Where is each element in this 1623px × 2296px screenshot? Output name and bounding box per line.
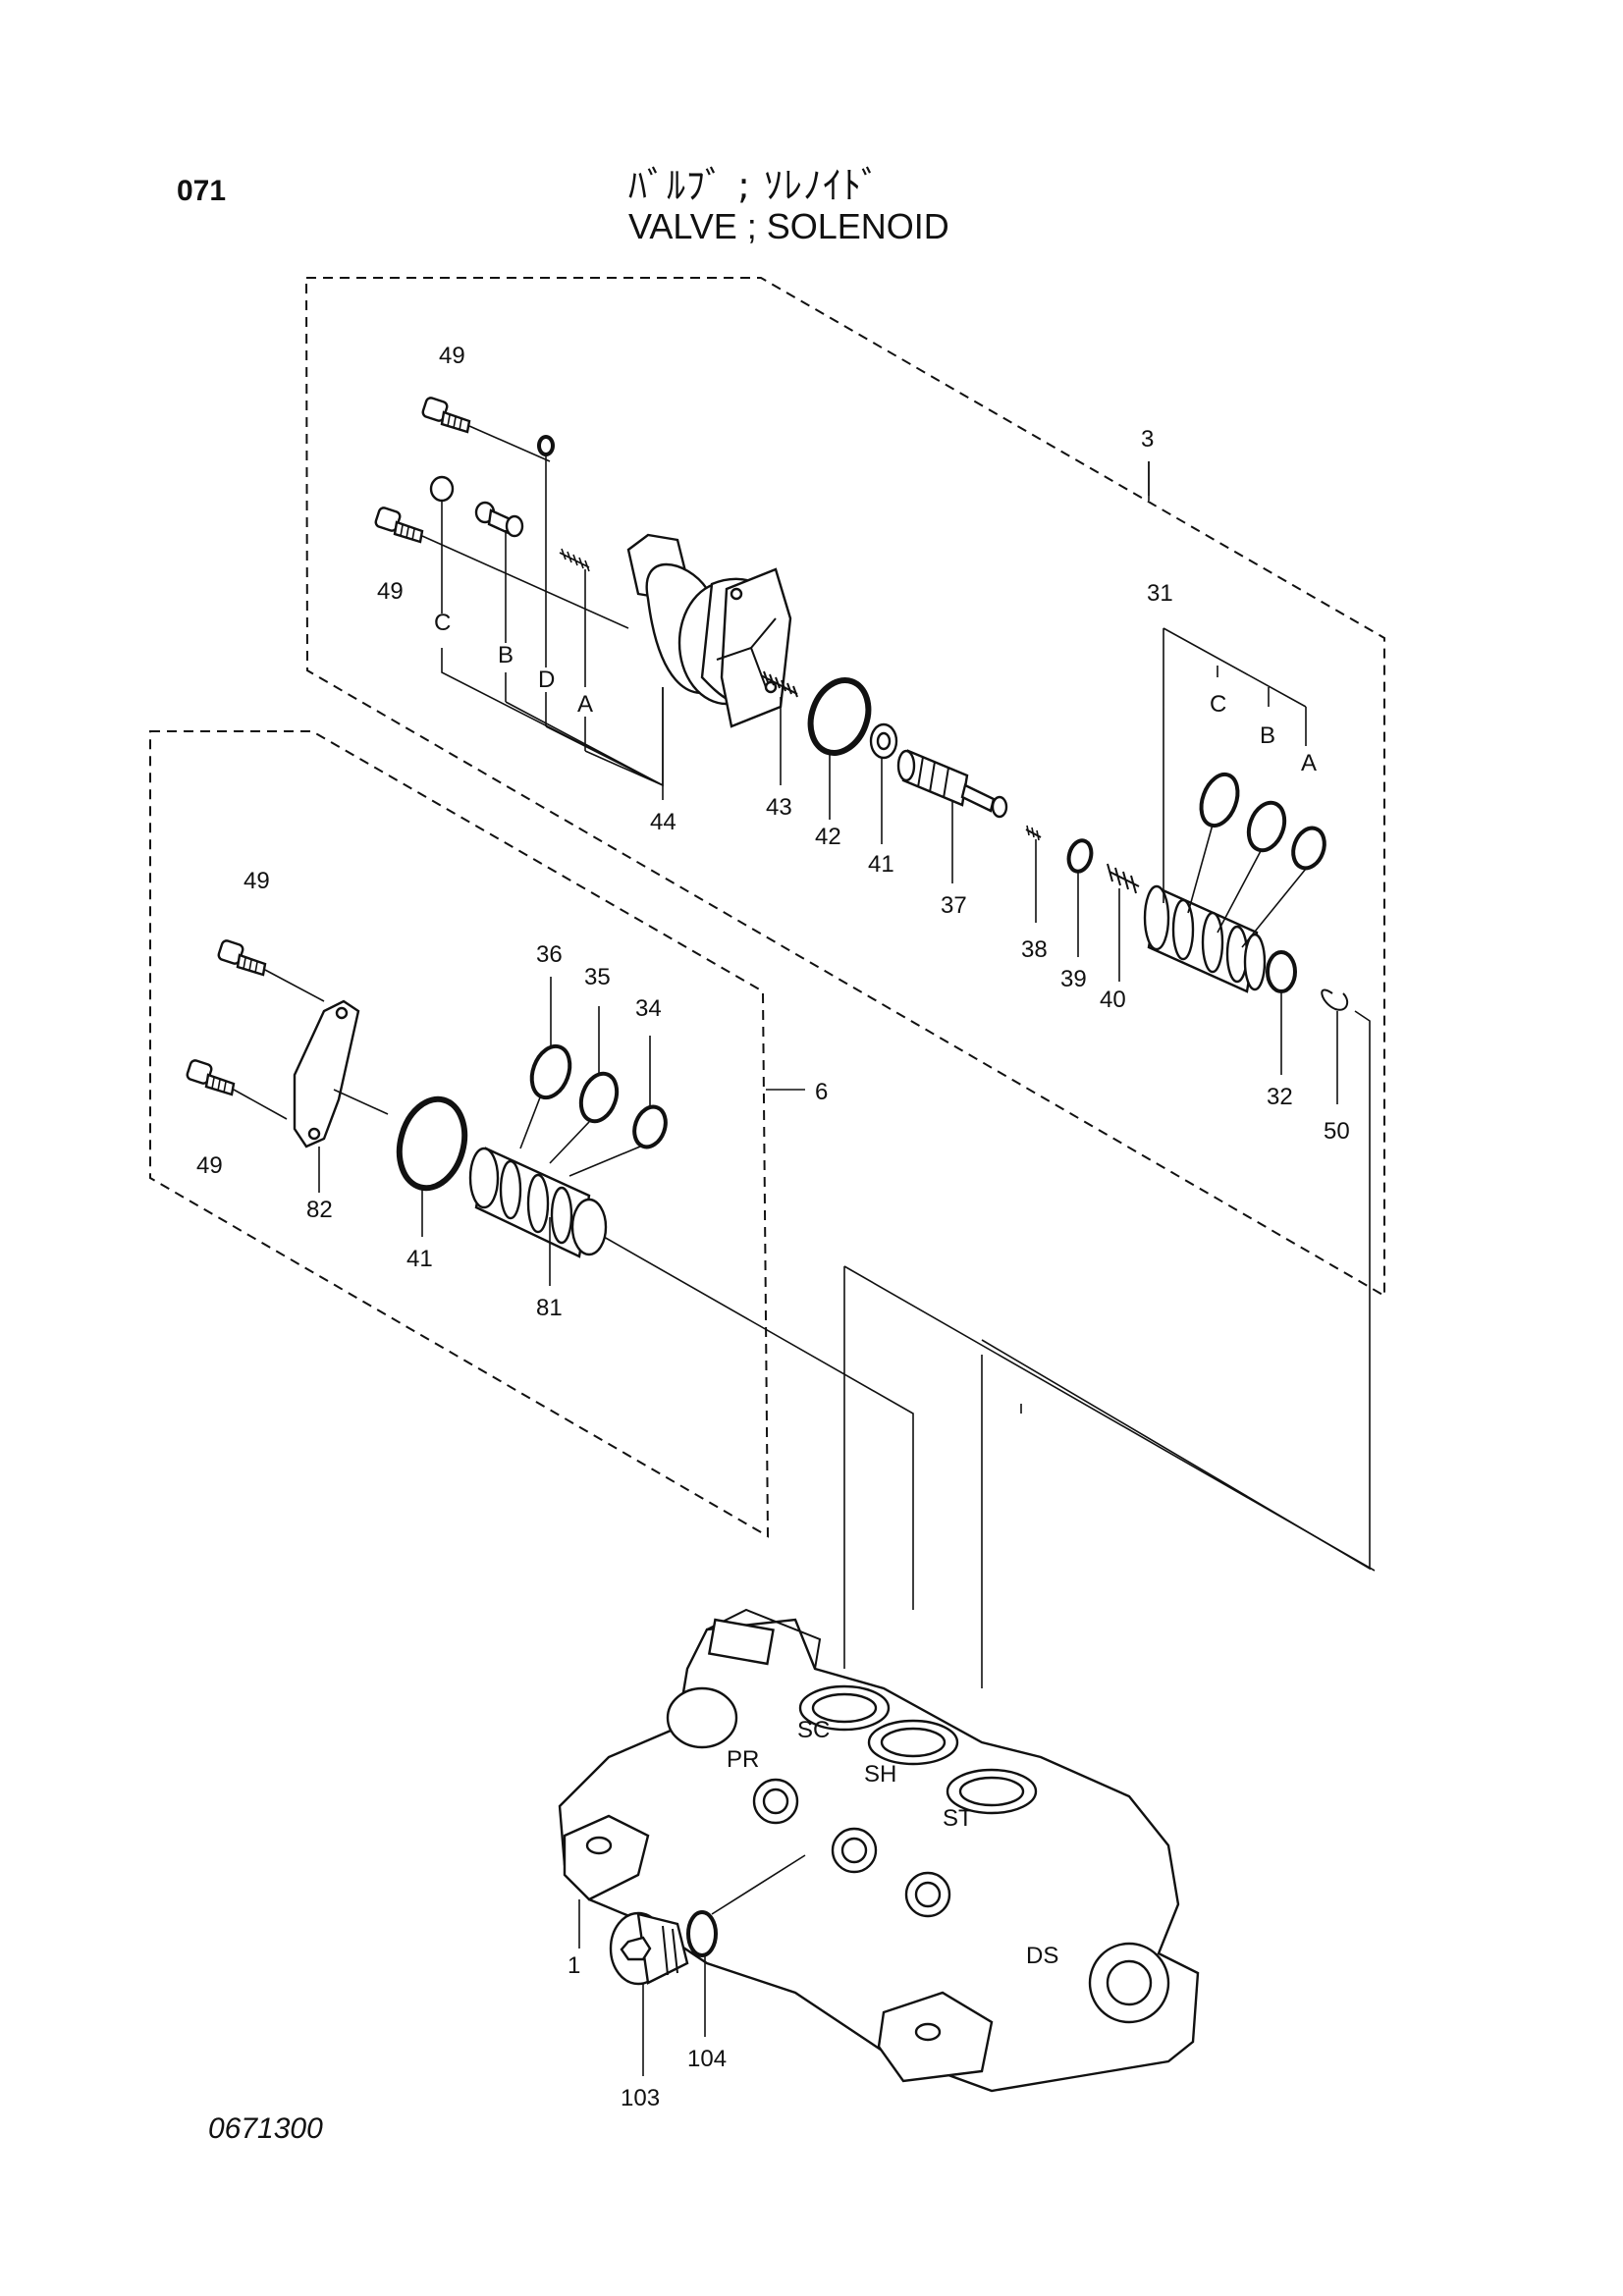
o-ring-36 xyxy=(529,1043,572,1100)
o-ring-34 xyxy=(632,1104,668,1149)
plug-103 xyxy=(609,1911,689,1986)
callout-49a: 49 xyxy=(439,343,465,369)
marking-sc: SC xyxy=(797,1717,830,1743)
ring-39 xyxy=(1066,838,1094,874)
label-c-upper: C xyxy=(434,610,451,636)
callout-6: 6 xyxy=(815,1079,828,1105)
callout-49d: 49 xyxy=(196,1152,223,1179)
callout-50: 50 xyxy=(1324,1118,1350,1145)
assembly-6-boundary xyxy=(149,730,770,1538)
o-ring-31a xyxy=(1291,826,1326,871)
ring-32 xyxy=(1266,950,1297,993)
callout-36: 36 xyxy=(536,941,563,968)
page-number: 071 xyxy=(177,175,227,207)
o-ring-42 xyxy=(807,677,872,756)
valve-body-1: PR SC SH ST DS xyxy=(558,1608,1200,2093)
o-ring-31c xyxy=(1199,772,1240,828)
bolt-49-lower xyxy=(374,507,424,544)
o-ring-35 xyxy=(578,1071,620,1124)
callout-32: 32 xyxy=(1267,1084,1293,1110)
callout-31: 31 xyxy=(1147,580,1173,607)
marking-ds: DS xyxy=(1026,1943,1058,1969)
spring-43 xyxy=(760,670,798,698)
callout-44: 44 xyxy=(650,809,676,835)
marking-sh: SH xyxy=(864,1761,896,1788)
label-b-31: B xyxy=(1260,722,1275,749)
nut-c xyxy=(429,475,455,503)
solenoid-44 xyxy=(626,533,792,728)
callout-41a: 41 xyxy=(868,851,894,878)
drawing-number: 0671300 xyxy=(208,2112,323,2145)
callout-103: 103 xyxy=(621,2085,660,2111)
callout-38: 38 xyxy=(1021,936,1048,963)
callout-41b: 41 xyxy=(406,1246,433,1272)
callout-39: 39 xyxy=(1060,966,1087,992)
spool-37 xyxy=(896,749,1008,819)
title-japanese: ﾊﾞﾙﾌﾞ ; ｿﾚﾉｲﾄﾞ xyxy=(628,164,881,207)
cover-82 xyxy=(293,999,360,1148)
sleeve-31 xyxy=(1143,884,1267,993)
spring-40 xyxy=(1107,863,1140,894)
o-ring-d xyxy=(537,435,555,456)
callout-82: 82 xyxy=(306,1197,333,1223)
label-d-upper: D xyxy=(538,667,555,693)
label-a-upper: A xyxy=(577,691,593,718)
screw-b xyxy=(474,501,524,538)
callout-81: 81 xyxy=(536,1295,563,1321)
label-b-upper: B xyxy=(498,642,514,668)
title-english: VALVE ; SOLENOID xyxy=(628,206,949,246)
callout-37: 37 xyxy=(941,892,967,919)
marking-pr: PR xyxy=(727,1746,759,1773)
washer-41-upper xyxy=(869,722,898,760)
callout-49c: 49 xyxy=(243,868,270,894)
snap-ring-50 xyxy=(1321,988,1349,1011)
callout-3: 3 xyxy=(1141,426,1154,453)
bolt-49-upper xyxy=(421,397,471,434)
callout-35: 35 xyxy=(584,964,611,990)
callout-42: 42 xyxy=(815,824,841,850)
label-c-31: C xyxy=(1210,691,1226,718)
callout-40: 40 xyxy=(1100,987,1126,1013)
spring-a xyxy=(559,548,590,572)
bolt-49-left-upper xyxy=(217,939,267,977)
bolt-49-left-lower xyxy=(186,1059,236,1096)
label-a-31: A xyxy=(1301,750,1317,776)
assembly-3-boundary xyxy=(304,277,1385,1298)
callout-43: 43 xyxy=(766,794,792,821)
o-ring-31b xyxy=(1246,800,1287,853)
o-ring-104 xyxy=(686,1910,718,1957)
callout-1: 1 xyxy=(568,1952,580,1979)
plug-81 xyxy=(468,1147,608,1258)
callout-34: 34 xyxy=(635,995,662,1022)
o-ring-41-lower xyxy=(396,1095,468,1192)
callout-104: 104 xyxy=(687,2046,727,2072)
callout-49b: 49 xyxy=(377,578,404,605)
marking-st: ST xyxy=(943,1805,973,1832)
spring-38 xyxy=(1025,825,1042,841)
